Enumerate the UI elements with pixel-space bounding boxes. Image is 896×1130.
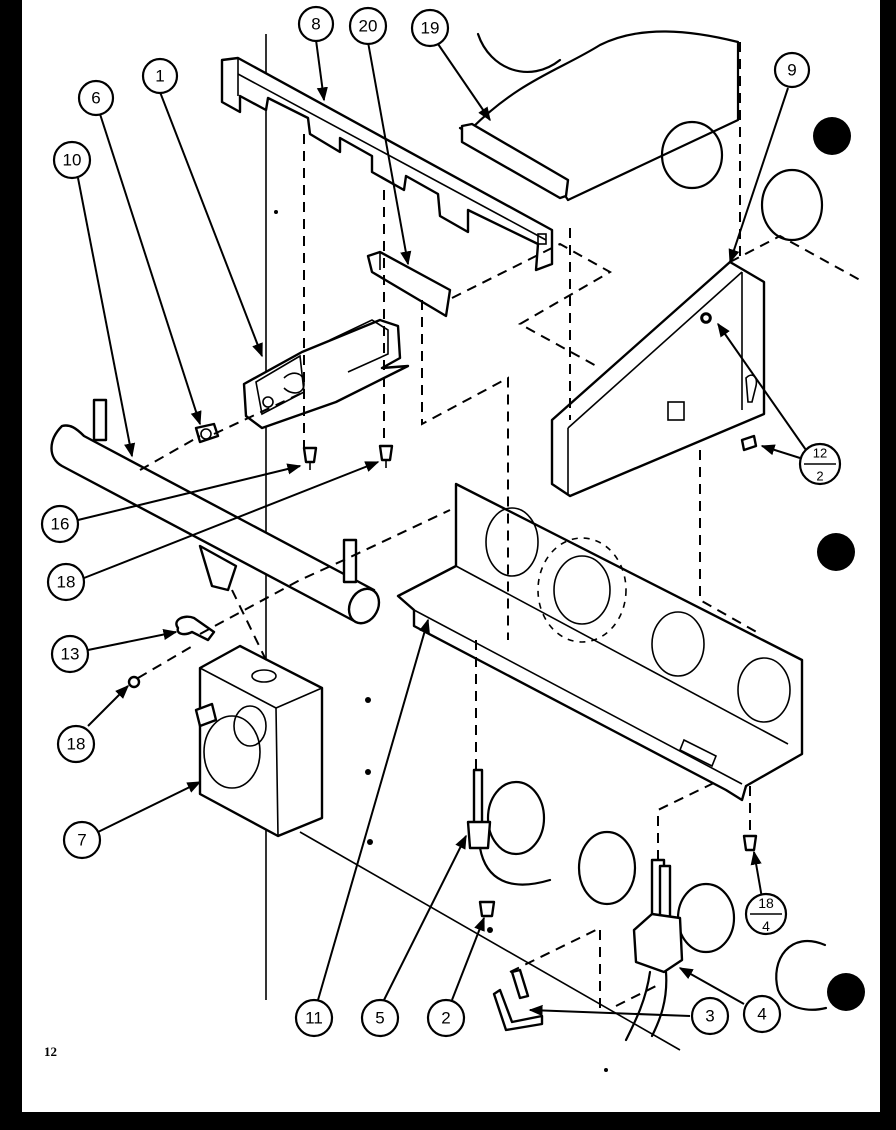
callout-5: 5	[360, 998, 400, 1038]
svg-text:12: 12	[813, 446, 827, 461]
callout-3: 3	[690, 996, 730, 1036]
part-5-flame-sensor	[466, 768, 552, 886]
page-number: 12	[44, 1044, 57, 1059]
callout-18-upper: 18	[46, 562, 86, 602]
part-18-screw-tray	[742, 834, 758, 852]
callout-9: 9	[773, 51, 811, 89]
part-16-screw	[302, 446, 318, 470]
svg-text:11: 11	[305, 1009, 323, 1028]
part-19-strip	[460, 122, 570, 200]
registration-dot-top	[813, 117, 851, 155]
callout-4: 4	[742, 994, 782, 1034]
svg-text:2: 2	[441, 1009, 450, 1028]
part-12-screws	[700, 312, 758, 452]
svg-text:18: 18	[57, 573, 76, 592]
part-11-support-tray	[396, 482, 804, 802]
callout-11: 11	[294, 998, 334, 1038]
callout-8: 8	[297, 5, 335, 43]
part-3-bracket	[492, 968, 544, 1032]
part-7-gas-valve	[194, 644, 324, 838]
registration-dot-bottom	[827, 973, 865, 1011]
part-8-notched-rail	[220, 56, 554, 272]
registration-dot-middle	[817, 533, 855, 571]
svg-text:4: 4	[757, 1005, 766, 1024]
callout-6: 6	[77, 79, 115, 117]
svg-text:8: 8	[311, 15, 320, 34]
callout-12-2: 12 2	[798, 442, 842, 486]
callout-13: 13	[50, 634, 90, 674]
part-4-igniter	[624, 858, 684, 1042]
callout-19: 19	[410, 8, 450, 48]
svg-text:7: 7	[77, 831, 86, 850]
part-10-manifold-pipe	[50, 398, 381, 625]
part-18-screw-left	[127, 675, 141, 689]
svg-text:3: 3	[705, 1007, 714, 1026]
svg-text:20: 20	[359, 17, 378, 36]
svg-text:13: 13	[61, 645, 80, 664]
svg-text:10: 10	[63, 151, 82, 170]
svg-text:6: 6	[91, 89, 100, 108]
part-2-screw	[478, 900, 496, 918]
assembly-dashed-lines	[137, 42, 861, 1010]
part-18-screw-upper	[378, 444, 394, 468]
svg-text:2: 2	[816, 469, 823, 484]
callout-20: 20	[348, 6, 388, 46]
callout-18-lower: 18	[56, 724, 96, 764]
part-6-fitting	[194, 422, 220, 444]
svg-text:9: 9	[787, 61, 796, 80]
svg-text:16: 16	[51, 515, 70, 534]
svg-text:18: 18	[67, 735, 86, 754]
callout-10: 10	[52, 140, 92, 180]
callout-18-4: 18 4	[744, 892, 788, 936]
svg-text:1: 1	[155, 67, 164, 86]
callout-1: 1	[141, 57, 179, 95]
svg-text:4: 4	[762, 918, 770, 934]
callout-16: 16	[40, 504, 80, 544]
callout-7: 7	[62, 820, 102, 860]
part-13-clamp	[175, 615, 216, 642]
svg-text:19: 19	[421, 19, 440, 38]
svg-text:5: 5	[375, 1009, 384, 1028]
part-20-bracket	[366, 250, 452, 318]
callout-2: 2	[426, 998, 466, 1038]
callout-leaders	[77, 39, 807, 1017]
part-9-side-bracket	[550, 260, 766, 498]
part-1-burner	[242, 318, 410, 430]
svg-text:18: 18	[758, 895, 774, 911]
